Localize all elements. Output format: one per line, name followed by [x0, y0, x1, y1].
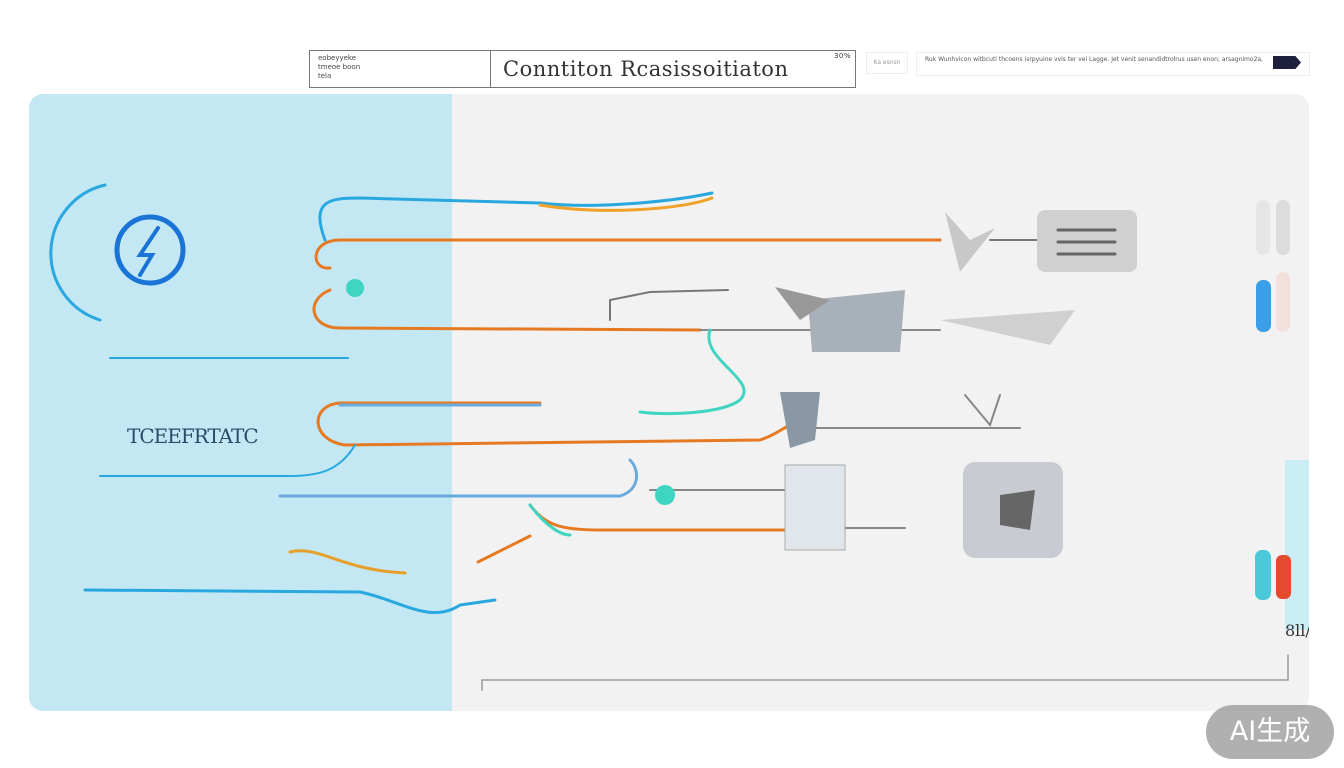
diagram-panel: TCEEFRTATC 8ll/	[29, 94, 1309, 711]
flow-line	[528, 503, 792, 532]
flow-line	[99, 444, 356, 477]
flow-line	[318, 191, 714, 242]
flow-line	[288, 549, 407, 575]
node-shape	[780, 392, 820, 448]
node-shape	[808, 290, 905, 352]
title-text: Conntiton Rcasissoitiaton	[503, 57, 789, 81]
list-lines-icon	[1056, 228, 1117, 256]
mini-button[interactable]: Ka esnsn	[866, 52, 908, 74]
timeline-bracket	[481, 654, 1289, 691]
gauge-value: 8ll/	[1285, 621, 1309, 640]
node-dot	[346, 279, 364, 297]
meta-line: tela	[318, 72, 332, 80]
meta-line: tmeoe boon	[318, 63, 361, 71]
logo-icon	[49, 183, 186, 322]
brand-label: TCEEFRTATC	[127, 424, 259, 448]
vertical-label-bar	[1285, 460, 1309, 630]
search-bar[interactable]: Ruk Wunhvicon witbcuti thcoens isrpyuine…	[916, 52, 1310, 76]
ai-generated-badge: AI生成	[1206, 705, 1334, 759]
flow-line	[609, 289, 729, 321]
submit-arrow-button[interactable]	[1273, 56, 1301, 69]
gauge-red	[1276, 555, 1291, 599]
node-dot	[655, 485, 675, 505]
document-glyph	[1000, 490, 1035, 530]
book-icon	[784, 464, 846, 551]
node-shape	[945, 212, 995, 272]
diagram-header: eobeyyeke tmeoe boon tela Conntiton Rcas…	[309, 50, 856, 88]
gauge-empty	[1276, 200, 1290, 255]
flow-line	[314, 238, 942, 270]
meta-line: eobeyyeke	[318, 54, 357, 62]
flow-line	[538, 196, 714, 212]
flow-line	[316, 401, 792, 447]
gauge-empty	[1256, 200, 1270, 255]
flow-line	[278, 458, 639, 498]
search-text[interactable]: Ruk Wunhvicon witbcuti thcoens isrpyuine…	[925, 56, 1265, 63]
flow-line	[649, 489, 906, 529]
node-shape	[940, 310, 1075, 345]
flow-line	[312, 288, 702, 332]
diagram-title: Conntiton Rcasissoitiaton 30%	[491, 51, 855, 87]
flow-line	[638, 328, 746, 416]
gauge-pink	[1276, 272, 1290, 332]
page-number: 30%	[833, 52, 851, 60]
node-shape	[775, 287, 830, 320]
flow-line	[809, 394, 1021, 429]
header-meta: eobeyyeke tmeoe boon tela	[310, 51, 491, 87]
flow-line	[528, 503, 572, 537]
flow-line	[83, 588, 497, 615]
gauge-blue	[1256, 280, 1271, 332]
flow-line	[476, 534, 532, 564]
gauge-teal	[1255, 550, 1271, 600]
